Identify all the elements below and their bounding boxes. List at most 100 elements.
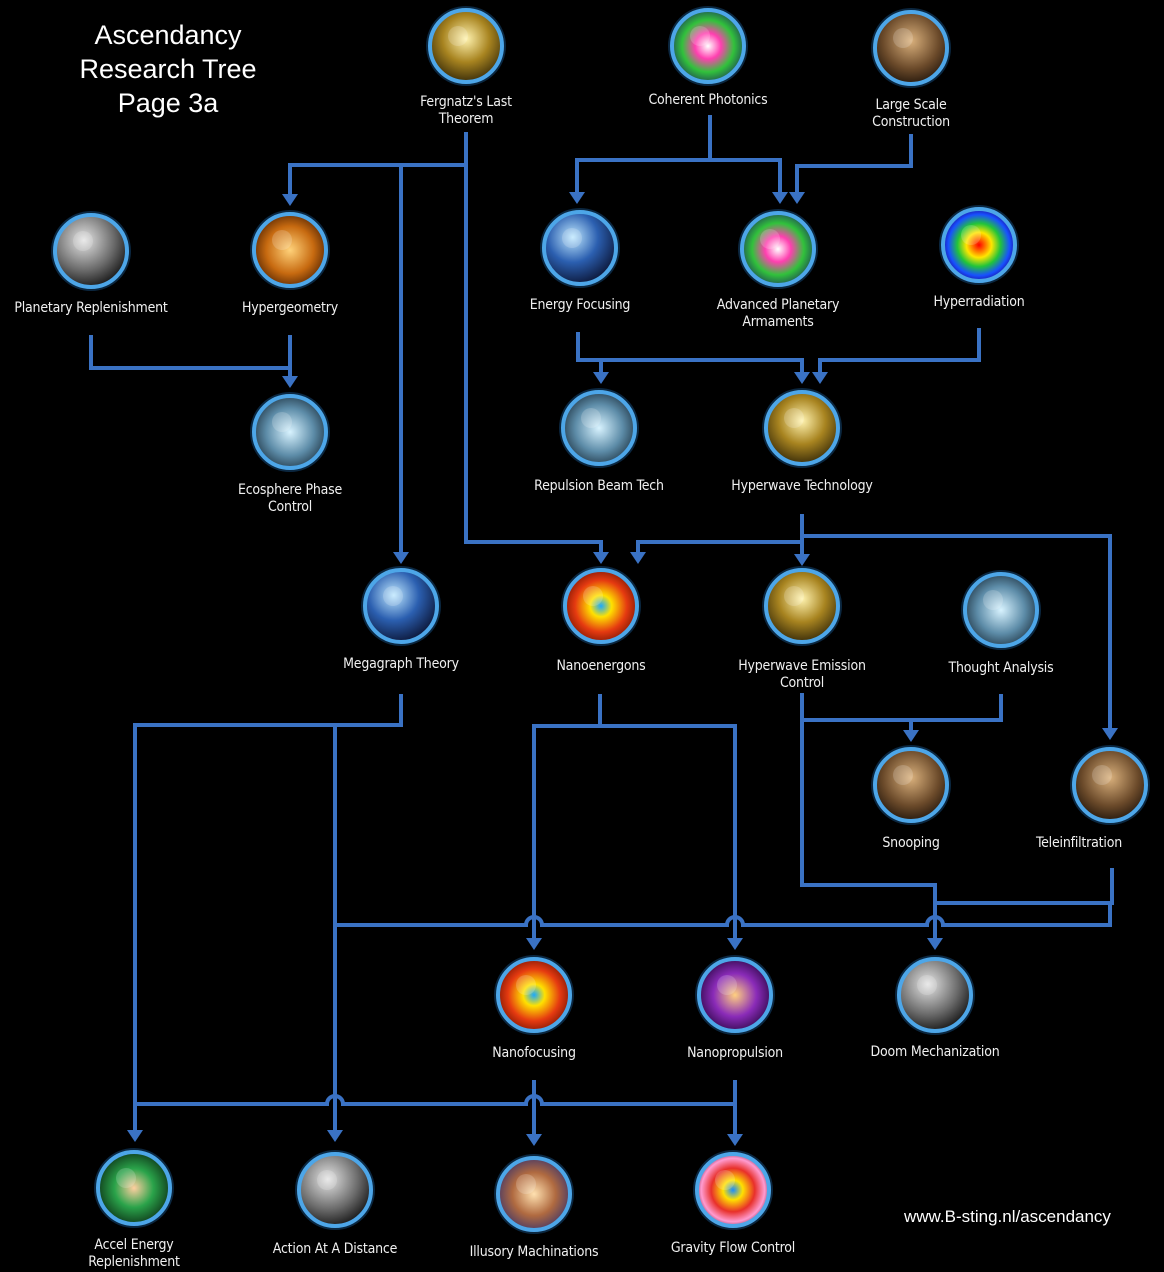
swirl-icon[interactable] — [496, 1156, 572, 1232]
title-line-2: Research Tree — [79, 54, 257, 84]
node-action[interactable] — [295, 1150, 375, 1230]
texture-icon[interactable] — [1072, 747, 1148, 823]
icon-highlight — [715, 1170, 735, 1190]
node-label-doom: Doom Mechanization — [870, 1044, 1000, 1060]
node-teleinfiltration[interactable] — [1070, 745, 1150, 825]
node-energyfocus[interactable] — [540, 208, 620, 288]
skyscraper-icon[interactable] — [873, 10, 949, 86]
arrowheads — [127, 192, 1118, 1146]
node-thought[interactable] — [961, 570, 1041, 650]
credit-url[interactable]: www.B-sting.nl/ascendancy — [904, 1207, 1111, 1226]
icon-highlight — [983, 590, 1003, 610]
node-nanopropulsion[interactable] — [695, 955, 775, 1035]
node-accel[interactable] — [94, 1148, 174, 1228]
node-label-repulsion: Repulsion Beam Tech — [534, 478, 664, 494]
node-label-hyperradiation: Hyperradiation — [933, 294, 1025, 310]
connector-hwemission-doom — [800, 720, 937, 938]
diagram-title: Ascendancy Research Tree Page 3a — [58, 18, 278, 120]
connector-hyperwave-teleinfiltration — [802, 534, 1112, 730]
node-label-nanopropulsion: Nanopropulsion — [687, 1045, 783, 1061]
connector-energy-hyperwave — [601, 358, 804, 374]
node-nanoenergons[interactable] — [561, 566, 641, 646]
planet-burst-icon[interactable] — [53, 213, 129, 289]
node-nanofocusing[interactable] — [494, 955, 574, 1035]
node-hypergeo[interactable] — [250, 210, 330, 290]
book-stack-icon[interactable] — [428, 8, 504, 84]
node-label-energyfocus: Energy Focusing — [529, 297, 631, 313]
node-hyperwave[interactable] — [762, 388, 842, 468]
node-label-planetary: Planetary Replenishment — [14, 300, 168, 316]
node-label-snooping: Snooping — [882, 835, 940, 851]
icon-highlight — [116, 1168, 136, 1188]
node-fergnatz[interactable] — [426, 6, 506, 86]
icon-highlight — [383, 586, 403, 606]
node-label-coherent: Coherent Photonics — [648, 92, 768, 108]
geometric-web-icon[interactable] — [252, 212, 328, 288]
comet-beam-icon[interactable] — [297, 1152, 373, 1228]
icon-highlight — [516, 975, 536, 995]
armament-icon[interactable] — [740, 211, 816, 287]
node-hyperradiation[interactable] — [939, 205, 1019, 285]
node-snooping[interactable] — [871, 745, 951, 825]
connector-coherent-armaments — [710, 158, 782, 194]
node-megagraph[interactable] — [361, 566, 441, 646]
connector-largescale-armaments — [795, 134, 913, 194]
title-line-1: Ascendancy — [94, 20, 242, 50]
node-label-hypergeo: Hypergeometry — [241, 300, 339, 316]
arrowhead — [127, 1130, 143, 1142]
node-label-nanofocusing: Nanofocusing — [492, 1045, 576, 1061]
ecosphere-icon[interactable] — [252, 394, 328, 470]
icon-highlight — [73, 231, 93, 251]
icon-highlight — [448, 26, 468, 46]
connector-lines — [89, 115, 1114, 1134]
icon-highlight — [581, 408, 601, 428]
arrowhead — [927, 938, 943, 950]
heat-map-icon[interactable] — [941, 207, 1017, 283]
arrowhead — [569, 192, 585, 204]
lattice-icon[interactable] — [697, 957, 773, 1033]
node-gravity[interactable] — [693, 1150, 773, 1230]
connector-hyperradiation-hyperwave — [818, 328, 981, 374]
arrowhead — [772, 192, 788, 204]
node-illusory[interactable] — [494, 1154, 574, 1234]
neural-icon[interactable] — [963, 572, 1039, 648]
focus-orb-icon[interactable] — [496, 957, 572, 1033]
arrowhead — [593, 552, 609, 564]
energy-spark-icon[interactable] — [542, 210, 618, 286]
light-beam-icon[interactable] — [670, 8, 746, 84]
connector-planetary-ecosphere — [89, 335, 292, 378]
icon-highlight — [583, 586, 603, 606]
node-advplanetary[interactable] — [738, 209, 818, 289]
circuit-grid-icon[interactable] — [363, 568, 439, 644]
arrowhead — [794, 372, 810, 384]
gravity-rings-icon[interactable] — [695, 1152, 771, 1228]
node-label-accel: Accel Energy Replenishment — [88, 1237, 180, 1270]
icon-highlight — [562, 228, 582, 248]
node-hyperwaveemission[interactable] — [762, 566, 842, 646]
connector-nanoenergons-split — [532, 694, 602, 938]
node-label-ecosphere: Ecosphere Phase Control — [237, 482, 343, 515]
node-doom[interactable] — [895, 955, 975, 1035]
skull-icon[interactable] — [897, 957, 973, 1033]
eye-icon[interactable] — [873, 747, 949, 823]
emission-icon[interactable] — [764, 568, 840, 644]
arrowhead — [526, 938, 542, 950]
icon-highlight — [690, 26, 710, 46]
connector-energy-repulsion — [576, 332, 603, 374]
node-planetary[interactable] — [51, 211, 131, 291]
node-label-teleinfiltration: Teleinfiltration — [1036, 835, 1122, 851]
node-ecosphere[interactable] — [250, 392, 330, 472]
node-repulsion[interactable] — [559, 388, 639, 468]
spiral-galaxy-icon[interactable] — [96, 1150, 172, 1226]
icon-highlight — [961, 225, 981, 245]
beam-tube-icon[interactable] — [561, 390, 637, 466]
arrowhead — [327, 1130, 343, 1142]
node-label-illusory: Illusory Machinations — [469, 1244, 599, 1260]
node-label-thought: Thought Analysis — [948, 660, 1054, 676]
node-label-advplanetary: Advanced Planetary Armaments — [716, 297, 840, 330]
node-coherent[interactable] — [668, 6, 748, 86]
radial-burst-icon[interactable] — [563, 568, 639, 644]
hyperwave-icon[interactable] — [764, 390, 840, 466]
connector-thought-snooping — [911, 694, 1003, 722]
node-largescale[interactable] — [871, 8, 951, 88]
